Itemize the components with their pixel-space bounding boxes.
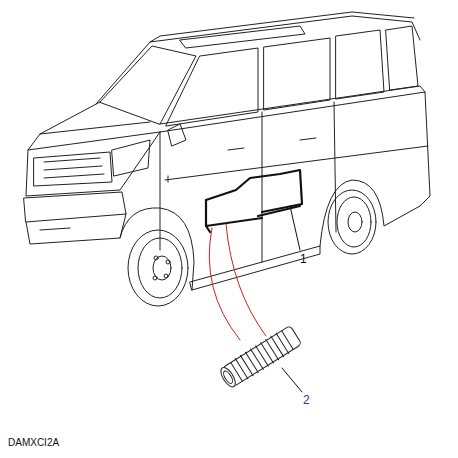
callout-number: 2 (303, 394, 310, 406)
drawing-reference: DAMXCI2A (8, 438, 59, 448)
callout-number: 1 (300, 253, 307, 265)
